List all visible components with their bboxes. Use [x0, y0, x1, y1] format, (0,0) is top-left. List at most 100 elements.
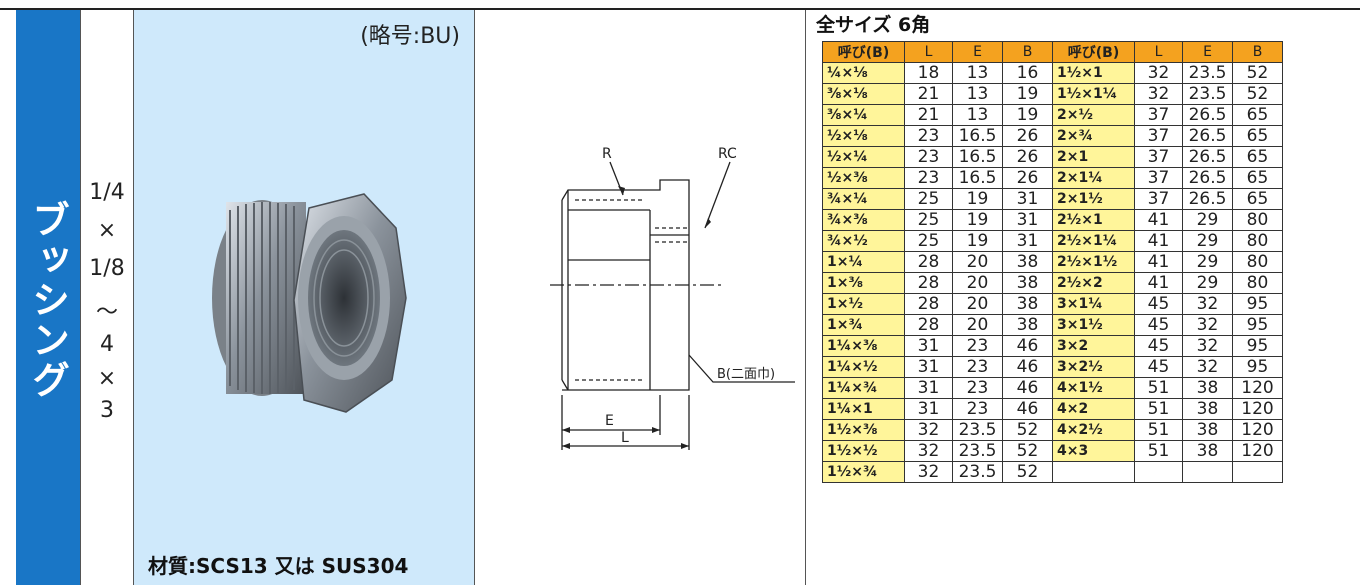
- dimension-cell: 46: [1002, 335, 1053, 357]
- dimension-cell: 120: [1232, 377, 1283, 399]
- dimension-cell: 65: [1232, 167, 1283, 189]
- dimension-cell: 32: [1182, 335, 1233, 357]
- nominal-size-cell: 4×3: [1052, 440, 1135, 462]
- nominal-size-cell: ½×¼: [822, 146, 905, 168]
- table-header-row: 呼び(B) L E B 呼び(B) L E B: [822, 41, 1283, 63]
- dimension-cell: 32: [1182, 293, 1233, 315]
- dimension-cell: 23: [904, 125, 953, 147]
- dimension-cell: 31: [1002, 209, 1053, 231]
- dimension-cell: 32: [904, 440, 953, 462]
- dimension-cell: 45: [1134, 335, 1183, 357]
- top-rule: [0, 8, 1360, 10]
- nominal-size-cell: 2×½: [1052, 104, 1135, 126]
- dimension-cell: 13: [952, 62, 1003, 84]
- dimension-cell: 37: [1134, 104, 1183, 126]
- material-label: 材質:SCS13 又は SUS304: [148, 554, 409, 578]
- nominal-size-cell: 1×¾: [822, 314, 905, 336]
- nominal-size-cell: 1¼×⅜: [822, 335, 905, 357]
- dimension-cell: 19: [1002, 83, 1053, 105]
- nominal-size-cell: 1½×⅜: [822, 419, 905, 441]
- dimension-cell: 65: [1232, 104, 1283, 126]
- dimension-cell: 23.5: [1182, 62, 1233, 84]
- nominal-size-cell: ⅜×¼: [822, 104, 905, 126]
- dimension-cell: 120: [1232, 440, 1283, 462]
- size-range-part: ×: [97, 366, 117, 391]
- bushing-photo: [212, 193, 407, 413]
- nominal-size-cell: ¾×¼: [822, 188, 905, 210]
- dimension-cell: 26.5: [1182, 146, 1233, 168]
- dimension-cell: 26.5: [1182, 125, 1233, 147]
- size-range-part: 〜: [95, 300, 118, 325]
- dimension-cell: 41: [1134, 272, 1183, 294]
- nominal-size-cell: 2½×1½: [1052, 251, 1135, 273]
- dimension-cell: 41: [1134, 251, 1183, 273]
- dimension-cell: 16: [1002, 62, 1053, 84]
- nominal-size-cell: [1052, 461, 1135, 483]
- dimension-cell: 65: [1232, 188, 1283, 210]
- dimension-cell: 95: [1232, 335, 1283, 357]
- size-range-part: ×: [97, 218, 117, 243]
- dimension-cell: 16.5: [952, 146, 1003, 168]
- nominal-size-cell: 1½×1: [1052, 62, 1135, 84]
- nominal-size-cell: 1½×½: [822, 440, 905, 462]
- nominal-size-cell: 3×2: [1052, 335, 1135, 357]
- dimension-cell: 23.5: [1182, 83, 1233, 105]
- size-range-column: 1/4 × 1/8 〜 4 × 3: [81, 10, 134, 585]
- nominal-size-cell: 1¼×¾: [822, 377, 905, 399]
- dimension-cell: 21: [904, 104, 953, 126]
- dimension-cell: 31: [904, 356, 953, 378]
- nominal-size-cell: 3×1¼: [1052, 293, 1135, 315]
- dimension-cell: 32: [1134, 62, 1183, 84]
- dimension-cell: 31: [904, 398, 953, 420]
- dimension-cell: 31: [904, 377, 953, 399]
- size-range-part: 4: [100, 332, 114, 357]
- label-l: L: [621, 430, 629, 446]
- dimension-cell: 65: [1232, 125, 1283, 147]
- dimension-cell: 45: [1134, 356, 1183, 378]
- dimension-cell: 23: [952, 335, 1003, 357]
- dimension-cell: 80: [1232, 230, 1283, 252]
- nominal-size-cell: 2×¾: [1052, 125, 1135, 147]
- dimension-cell: 32: [904, 419, 953, 441]
- dimension-cell: 29: [1182, 272, 1233, 294]
- header-l: L: [1134, 41, 1183, 63]
- label-rc: RC: [718, 146, 737, 162]
- dimension-cell: 51: [1134, 398, 1183, 420]
- dimension-cell: 52: [1232, 62, 1283, 84]
- dimension-cell: 23: [904, 167, 953, 189]
- dimension-cell: 23: [952, 377, 1003, 399]
- nominal-size-cell: 1½×¾: [822, 461, 905, 483]
- nominal-size-cell: 1¼×½: [822, 356, 905, 378]
- dimension-cell: 23.5: [952, 461, 1003, 483]
- dimension-cell: 32: [1134, 83, 1183, 105]
- dimension-cell: 31: [1002, 188, 1053, 210]
- nominal-size-cell: 1×½: [822, 293, 905, 315]
- dimension-cell: 28: [904, 251, 953, 273]
- dimension-cell: 41: [1134, 209, 1183, 231]
- dimension-cell: 32: [1182, 356, 1233, 378]
- nominal-size-cell: 3×1½: [1052, 314, 1135, 336]
- nominal-size-cell: ¾×⅜: [822, 209, 905, 231]
- dimension-cell: 80: [1232, 251, 1283, 273]
- dimension-cell: 31: [904, 335, 953, 357]
- dimension-cell: 25: [904, 209, 953, 231]
- dimension-cell: 95: [1232, 314, 1283, 336]
- dimension-cell: 46: [1002, 356, 1053, 378]
- dimension-cell: 37: [1134, 188, 1183, 210]
- dimension-cell: 19: [952, 209, 1003, 231]
- nominal-size-cell: ¼×⅛: [822, 62, 905, 84]
- dimension-cell: 38: [1182, 377, 1233, 399]
- dimension-cell: 18: [904, 62, 953, 84]
- header-e: E: [952, 41, 1003, 63]
- header-b: B: [1232, 41, 1283, 63]
- dimension-cell: 45: [1134, 293, 1183, 315]
- dimension-cell: 23.5: [952, 419, 1003, 441]
- size-range-part: 3: [100, 398, 114, 423]
- bushing-hex-head: [293, 193, 407, 413]
- dimension-cell: 45: [1134, 314, 1183, 336]
